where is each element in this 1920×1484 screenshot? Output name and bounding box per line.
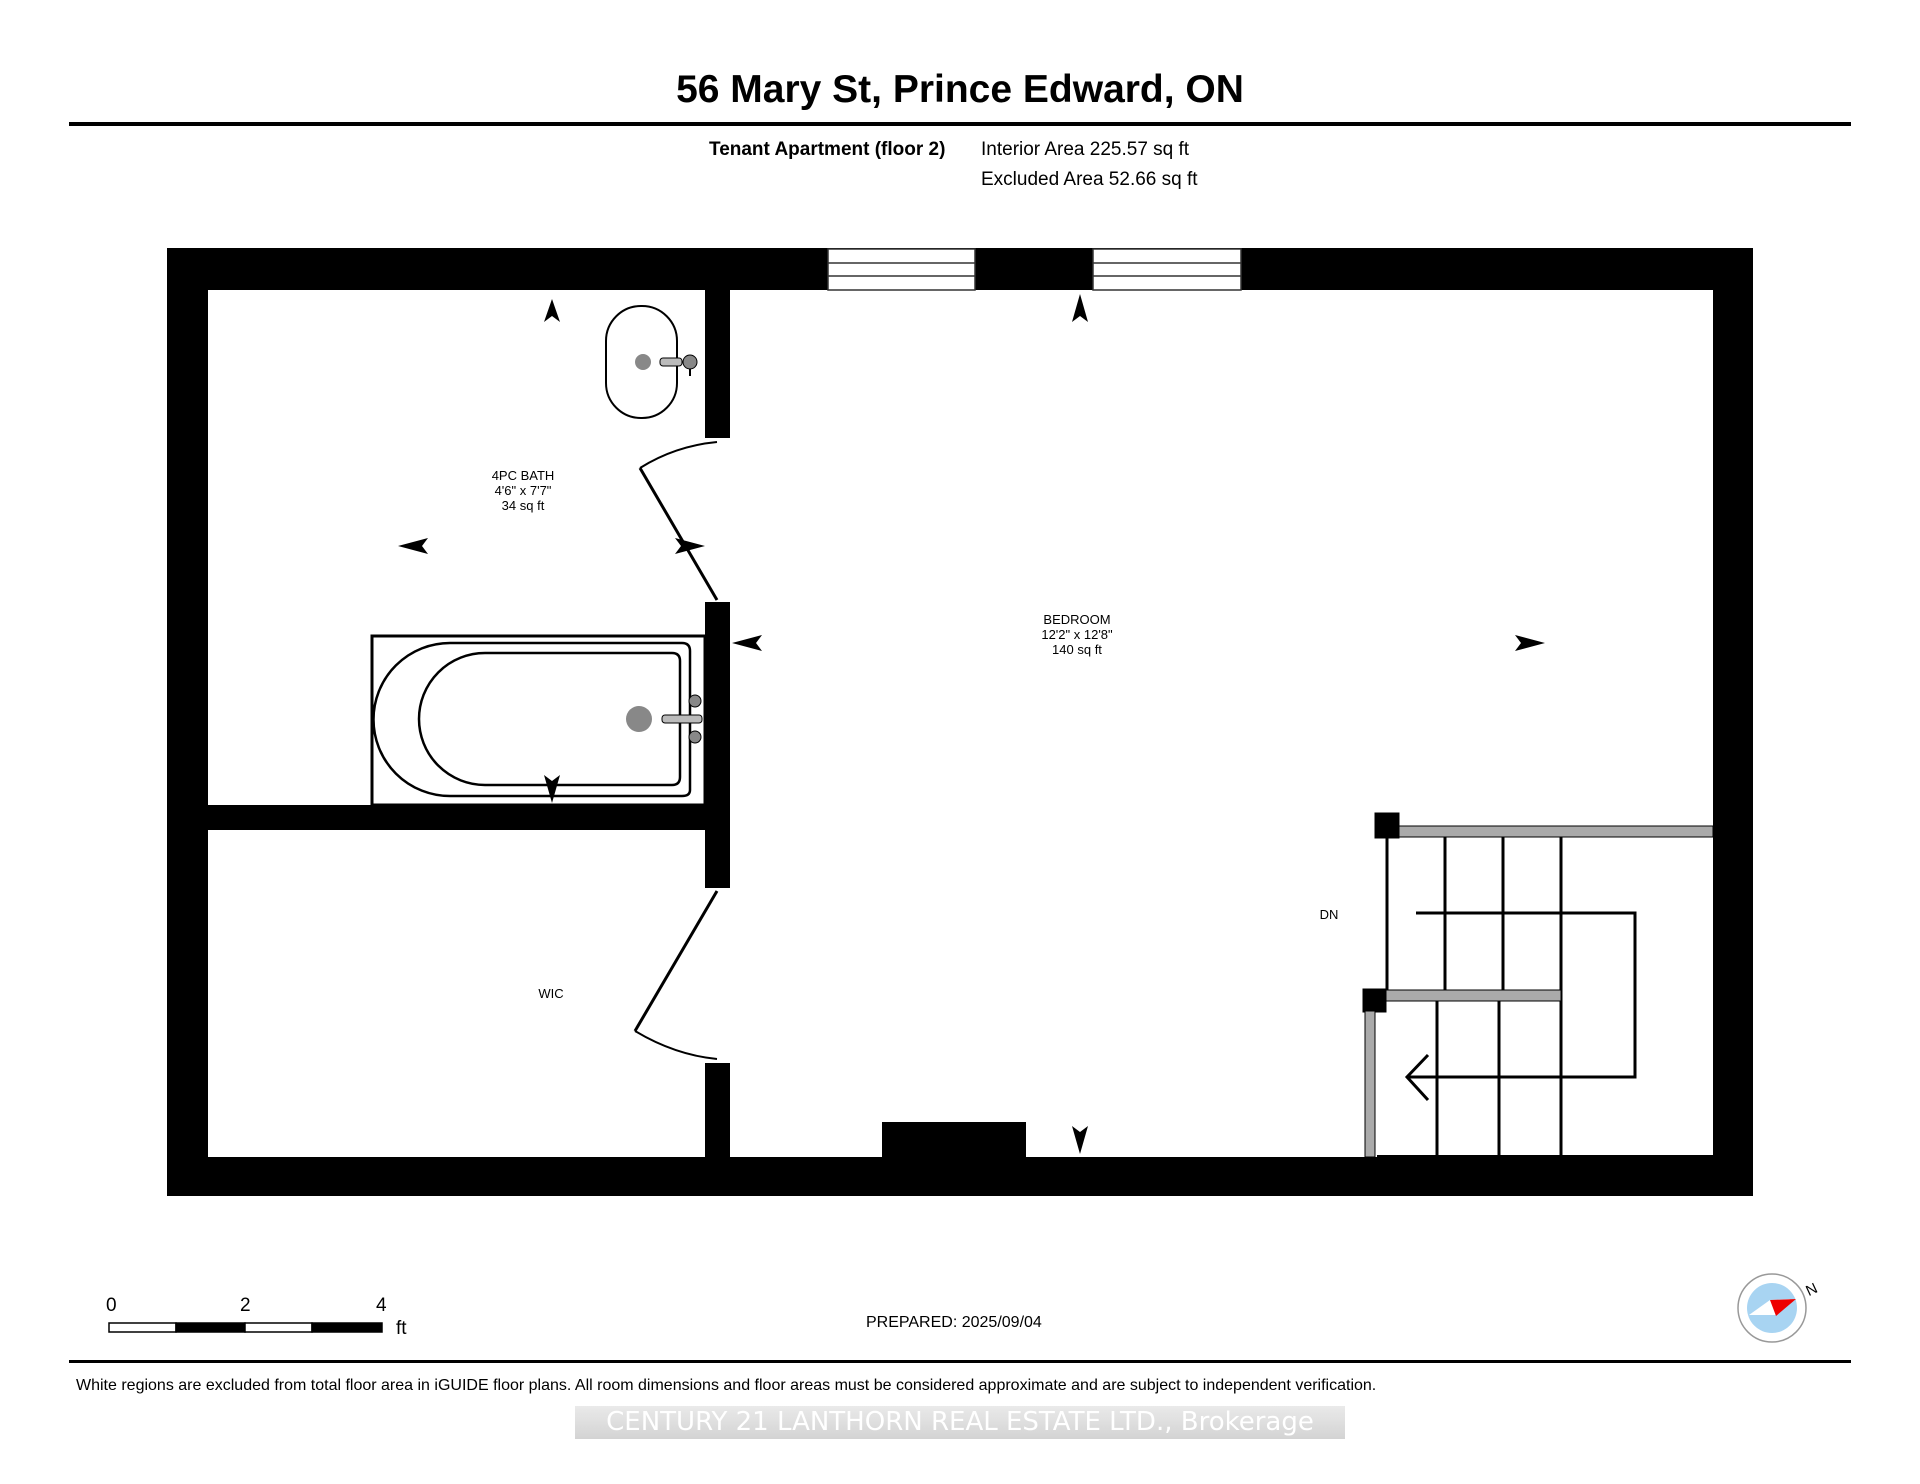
window (827, 248, 976, 291)
window (1092, 248, 1242, 291)
interior-area: Interior Area 225.57 sq ft (981, 139, 1190, 160)
scale-tick-2: 2 (240, 1295, 251, 1316)
bathtub-icon (370, 634, 707, 807)
excluded-area: Excluded Area 52.66 sq ft (981, 169, 1198, 190)
footer-divider (69, 1360, 1851, 1363)
room-label-bath: 4PC BATH 4'6" x 7'7" 34 sq ft (491, 468, 555, 513)
room-label-wic: WIC (538, 986, 564, 1001)
svg-text:N: N (1803, 1280, 1820, 1300)
prepared-date: PREPARED: 2025/09/04 (866, 1314, 1042, 1331)
exterior-walls (167, 248, 1753, 1196)
staircase (1362, 812, 1714, 1158)
sink-icon (605, 305, 698, 419)
room-label-bedroom: BEDROOM 12'2" x 12'8" 140 sq ft (1041, 612, 1113, 657)
brokerage-watermark: CENTURY 21 LANTHORN REAL ESTATE LTD., Br… (575, 1406, 1345, 1439)
floor-name: Tenant Apartment (floor 2) (709, 139, 946, 160)
header-divider (69, 122, 1851, 126)
view-arrow-icons (398, 294, 1545, 1154)
scale-unit: ft (396, 1318, 407, 1339)
compass-icon: N (1737, 1273, 1820, 1343)
page-title: 56 Mary St, Prince Edward, ON (676, 68, 1244, 111)
stairs-label: DN (1319, 907, 1339, 922)
scale-tick-0: 0 (106, 1295, 117, 1316)
disclaimer: White regions are excluded from total fl… (76, 1377, 1377, 1394)
scale-tick-4: 4 (376, 1295, 387, 1316)
bath-door (638, 441, 719, 601)
wic-door (633, 890, 719, 1060)
scale-bar (108, 1322, 383, 1333)
